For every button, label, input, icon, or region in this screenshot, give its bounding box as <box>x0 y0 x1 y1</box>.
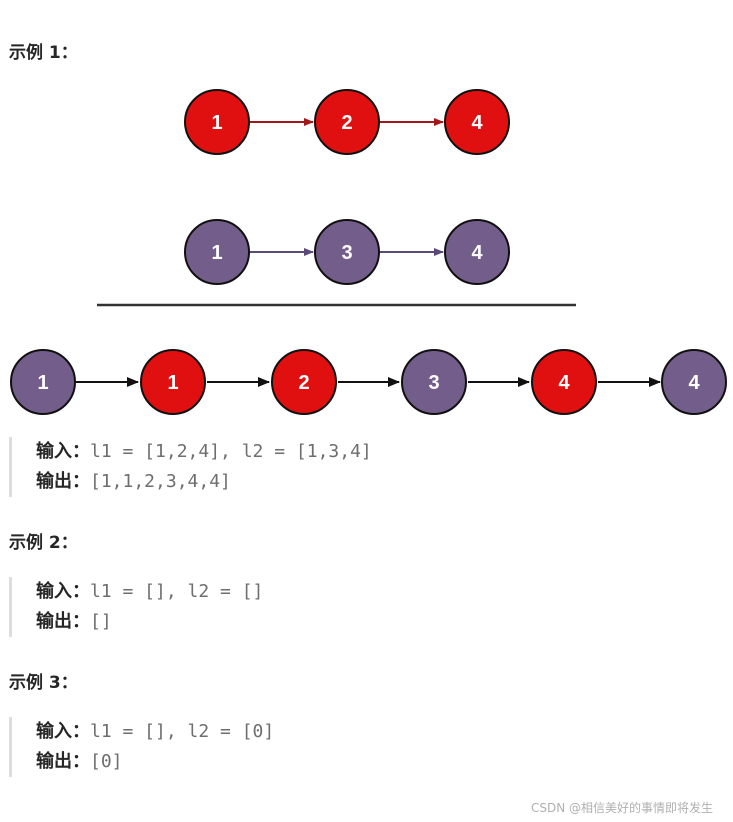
watermark: CSDN @相信美好的事情即将发生 <box>530 801 713 815</box>
input-line: 输入：l1 = [], l2 = [] <box>36 577 263 607</box>
example-2-heading: 示例 2： <box>9 533 78 553</box>
input-line: 输入：l1 = [1,2,4], l2 = [1,3,4] <box>36 437 372 467</box>
svg-text:4: 4 <box>471 112 483 134</box>
output-label: 输出： <box>36 611 90 632</box>
input-line: 输入：l1 = [], l2 = [0] <box>36 717 274 747</box>
svg-text:3: 3 <box>341 242 352 264</box>
svg-text:4: 4 <box>558 372 570 394</box>
output-code: [0] <box>90 751 123 772</box>
example-3-block: 输入：l1 = [], l2 = [0] 输出：[0] <box>9 717 274 777</box>
svg-text:1: 1 <box>167 372 178 394</box>
merged-node: 1 <box>10 349 76 415</box>
output-line: 输出：[1,1,2,3,4,4] <box>36 467 372 497</box>
list2-node: 1 <box>184 219 250 285</box>
svg-text:1: 1 <box>211 112 222 134</box>
merged-node: 4 <box>661 349 727 415</box>
list2-node: 3 <box>314 219 380 285</box>
svg-text:2: 2 <box>298 372 309 394</box>
svg-text:4: 4 <box>471 242 483 264</box>
list2: 1 3 4 <box>184 219 510 285</box>
svg-text:1: 1 <box>211 242 222 264</box>
list1-node: 1 <box>184 89 250 155</box>
merged-node: 2 <box>271 349 337 415</box>
output-line: 输出：[] <box>36 607 263 637</box>
merged-node: 4 <box>531 349 597 415</box>
merged-node: 1 <box>140 349 206 415</box>
output-code: [] <box>90 611 112 632</box>
input-label: 输入： <box>36 721 90 742</box>
example-1-heading: 示例 1： <box>9 43 78 63</box>
svg-text:2: 2 <box>341 112 352 134</box>
input-code: l1 = [], l2 = [] <box>90 581 264 602</box>
example-1-block: 输入：l1 = [1,2,4], l2 = [1,3,4] 输出：[1,1,2,… <box>9 437 372 497</box>
example-2-block: 输入：l1 = [], l2 = [] 输出：[] <box>9 577 263 637</box>
example-3-heading: 示例 3： <box>9 673 78 693</box>
list1-node: 2 <box>314 89 380 155</box>
list1: 1 2 4 <box>184 89 510 155</box>
svg-text:1: 1 <box>37 372 48 394</box>
list1-node: 4 <box>444 89 510 155</box>
input-code: l1 = [1,2,4], l2 = [1,3,4] <box>90 441 372 462</box>
output-code: [1,1,2,3,4,4] <box>90 471 231 492</box>
output-label: 输出： <box>36 471 90 492</box>
input-label: 输入： <box>36 441 90 462</box>
input-code: l1 = [], l2 = [0] <box>90 721 275 742</box>
merge-lists-diagram: 1 2 4 1 3 4 <box>10 89 727 415</box>
svg-text:3: 3 <box>428 372 439 394</box>
list2-node: 4 <box>444 219 510 285</box>
merged-list: 1 1 2 3 4 4 <box>10 349 727 415</box>
output-line: 输出：[0] <box>36 747 274 777</box>
input-label: 输入： <box>36 581 90 602</box>
svg-text:4: 4 <box>688 372 700 394</box>
output-label: 输出： <box>36 751 90 772</box>
merged-node: 3 <box>401 349 467 415</box>
